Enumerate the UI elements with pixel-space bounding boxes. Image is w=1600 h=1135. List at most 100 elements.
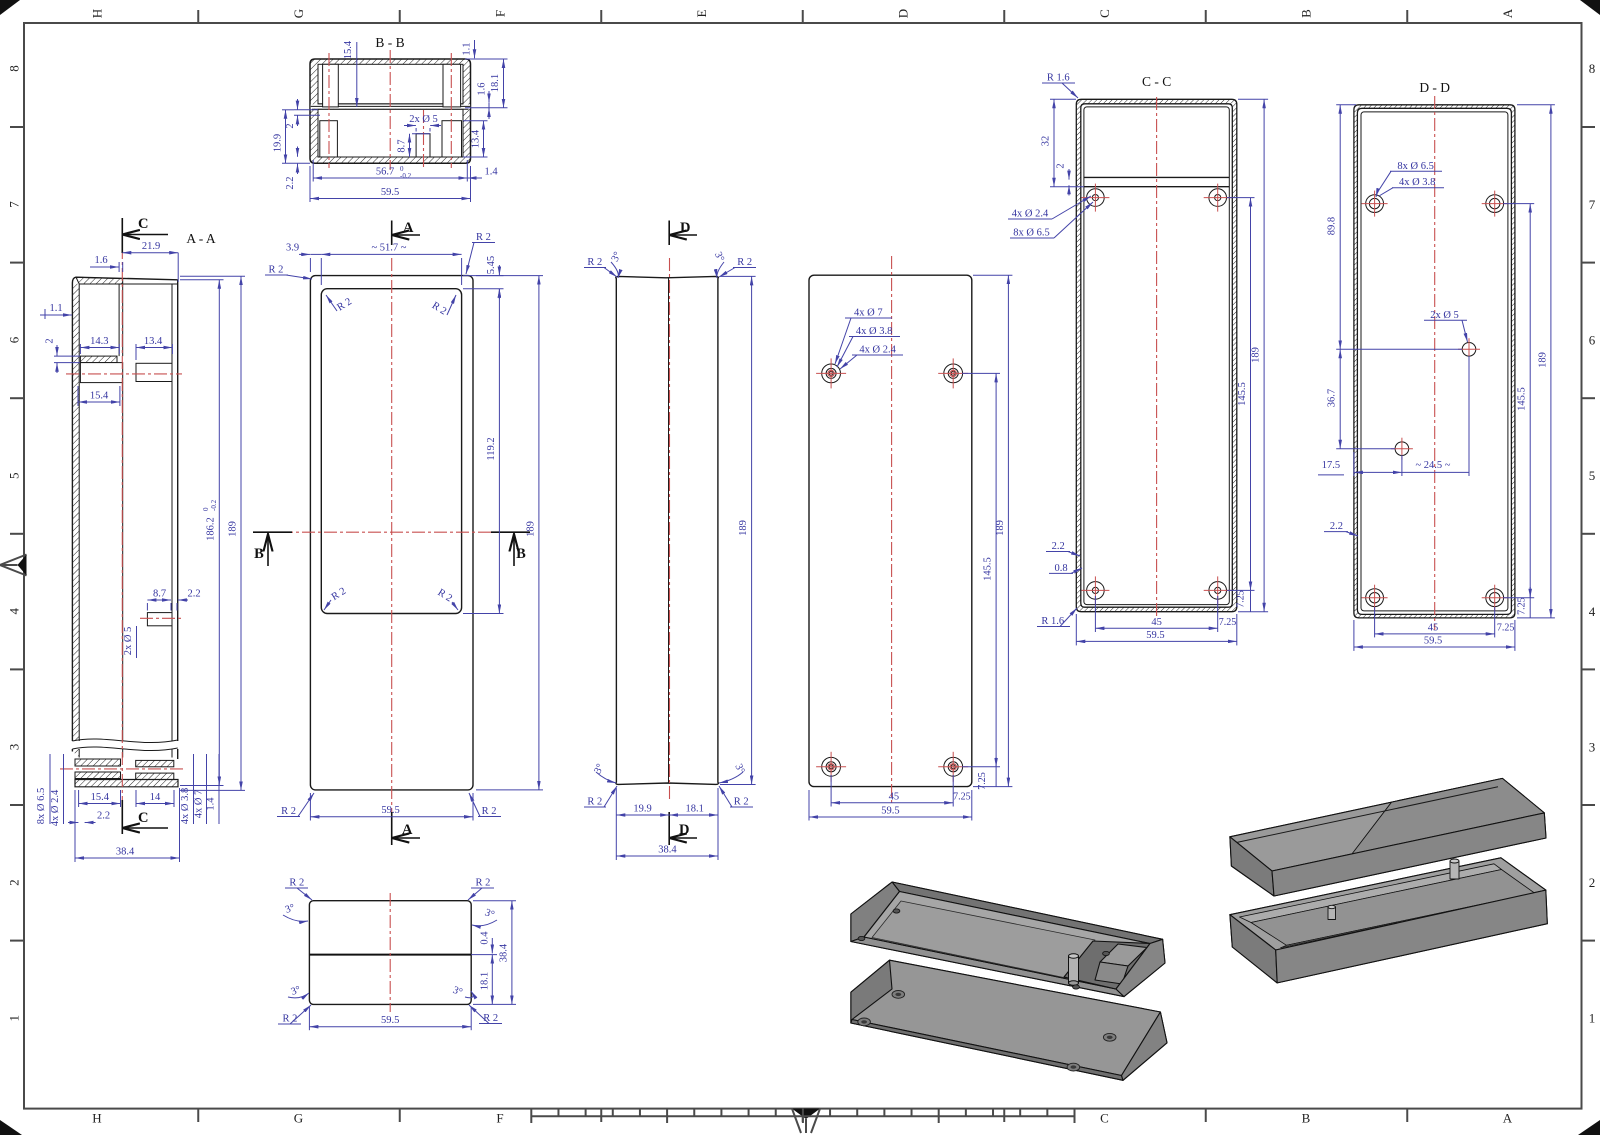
svg-text:7.25: 7.25 (1497, 622, 1515, 633)
svg-text:4x Ø 3.8: 4x Ø 3.8 (856, 326, 892, 337)
svg-text:1.6: 1.6 (94, 255, 107, 266)
svg-text:4x Ø 7: 4x Ø 7 (193, 790, 204, 819)
svg-text:C - C: C - C (1142, 74, 1171, 89)
svg-text:3°: 3° (712, 250, 726, 263)
svg-text:89.8: 89.8 (1327, 217, 1338, 235)
svg-text:119.2: 119.2 (486, 437, 497, 460)
svg-text:2.2: 2.2 (97, 811, 110, 822)
svg-text:5: 5 (7, 472, 22, 479)
svg-text:C: C (138, 810, 148, 826)
svg-text:2: 2 (45, 338, 56, 343)
svg-text:5.45: 5.45 (486, 256, 497, 274)
svg-text:R 2: R 2 (289, 878, 304, 889)
svg-text:8: 8 (7, 65, 22, 72)
svg-text:45: 45 (1428, 622, 1439, 633)
svg-text:0.4: 0.4 (479, 931, 490, 945)
svg-text:38.4: 38.4 (116, 847, 135, 858)
svg-text:15.4: 15.4 (90, 391, 109, 402)
svg-text:H: H (92, 1111, 101, 1126)
svg-text:D: D (896, 9, 911, 18)
svg-text:4x Ø 7: 4x Ø 7 (854, 307, 883, 318)
svg-text:A: A (402, 822, 413, 838)
svg-text:8x Ø 6.5: 8x Ø 6.5 (1397, 161, 1433, 172)
svg-text:7.25: 7.25 (1516, 597, 1527, 615)
svg-text:7: 7 (7, 201, 22, 208)
svg-text:R 2: R 2 (587, 797, 602, 808)
svg-text:2x Ø 5: 2x Ø 5 (409, 114, 438, 125)
svg-text:B: B (1302, 1111, 1311, 1126)
svg-text:145.5: 145.5 (983, 557, 994, 581)
svg-text:G: G (294, 1111, 303, 1126)
svg-text:38.4: 38.4 (498, 943, 509, 962)
svg-text:3°: 3° (451, 985, 464, 999)
svg-text:7.25: 7.25 (953, 791, 971, 802)
svg-text:H: H (90, 9, 105, 18)
svg-text:8.7: 8.7 (397, 139, 408, 152)
svg-text:3.9: 3.9 (286, 243, 299, 254)
svg-text:E: E (694, 9, 709, 17)
svg-text:17.5: 17.5 (1322, 460, 1340, 471)
svg-text:R 2: R 2 (587, 257, 602, 268)
svg-text:C: C (1100, 1111, 1109, 1126)
svg-text:189: 189 (995, 520, 1006, 536)
svg-text:R 2: R 2 (281, 806, 296, 817)
svg-text:0: 0 (400, 165, 404, 173)
svg-text:18.1: 18.1 (686, 804, 704, 815)
svg-text:D: D (680, 220, 690, 236)
svg-text:G: G (291, 9, 306, 18)
svg-text:38.4: 38.4 (658, 845, 677, 856)
svg-text:8.7: 8.7 (153, 589, 166, 600)
svg-text:B: B (254, 546, 264, 562)
svg-text:59.5: 59.5 (881, 806, 899, 817)
svg-text:R 2: R 2 (476, 232, 491, 243)
svg-text:R 1.6: R 1.6 (1047, 73, 1070, 84)
svg-text:2x Ø 5: 2x Ø 5 (1430, 310, 1459, 321)
svg-text:36.7: 36.7 (1327, 389, 1338, 407)
svg-text:5: 5 (1589, 468, 1596, 483)
svg-text:45: 45 (1151, 617, 1162, 628)
svg-text:B: B (516, 546, 526, 562)
svg-text:R 1.6: R 1.6 (1041, 616, 1064, 627)
svg-text:3: 3 (7, 744, 22, 751)
svg-text:3°: 3° (284, 902, 297, 916)
svg-text:21.9: 21.9 (142, 241, 160, 252)
svg-text:8: 8 (1589, 61, 1596, 76)
svg-text:3°: 3° (483, 907, 496, 921)
svg-text:6: 6 (7, 336, 22, 343)
svg-text:A: A (1503, 1111, 1513, 1126)
svg-text:59.5: 59.5 (381, 805, 399, 816)
svg-text:189: 189 (1537, 352, 1548, 368)
svg-text:13.4: 13.4 (471, 129, 482, 148)
svg-text:F: F (493, 10, 508, 17)
svg-text:D: D (679, 822, 689, 838)
svg-text:R 2: R 2 (737, 257, 752, 268)
svg-text:1.4: 1.4 (205, 797, 216, 811)
svg-text:18.1: 18.1 (479, 972, 490, 990)
svg-text:2.2: 2.2 (187, 589, 200, 600)
svg-text:6: 6 (1589, 333, 1596, 348)
svg-text:14.3: 14.3 (90, 336, 108, 347)
svg-text:32: 32 (1041, 136, 1052, 147)
svg-text:59.5: 59.5 (381, 187, 399, 198)
svg-text:4x Ø 2.4: 4x Ø 2.4 (1012, 208, 1049, 219)
svg-text:7.25: 7.25 (1219, 617, 1237, 628)
svg-text:7: 7 (1589, 197, 1596, 212)
svg-text:189: 189 (227, 521, 238, 537)
svg-text:19.9: 19.9 (273, 134, 284, 152)
svg-text:7.25: 7.25 (977, 772, 988, 790)
svg-text:R 2: R 2 (283, 1014, 298, 1025)
svg-text:-0.2: -0.2 (210, 499, 218, 511)
svg-text:~ 51.7 ~: ~ 51.7 ~ (372, 243, 407, 254)
svg-text:R 2: R 2 (734, 797, 749, 808)
svg-text:2: 2 (1056, 163, 1067, 168)
svg-text:59.5: 59.5 (381, 1015, 399, 1026)
svg-text:R 2: R 2 (482, 806, 497, 817)
svg-text:~ 24.5 ~: ~ 24.5 ~ (1416, 460, 1451, 471)
svg-text:7.25: 7.25 (1235, 590, 1246, 608)
svg-text:D - D: D - D (1419, 80, 1450, 95)
svg-text:189: 189 (1251, 347, 1262, 363)
svg-text:186.2: 186.2 (206, 517, 217, 541)
svg-text:4x Ø 3.8: 4x Ø 3.8 (1399, 177, 1435, 188)
svg-text:4x Ø 3.8: 4x Ø 3.8 (180, 788, 191, 824)
svg-text:189: 189 (738, 520, 749, 536)
